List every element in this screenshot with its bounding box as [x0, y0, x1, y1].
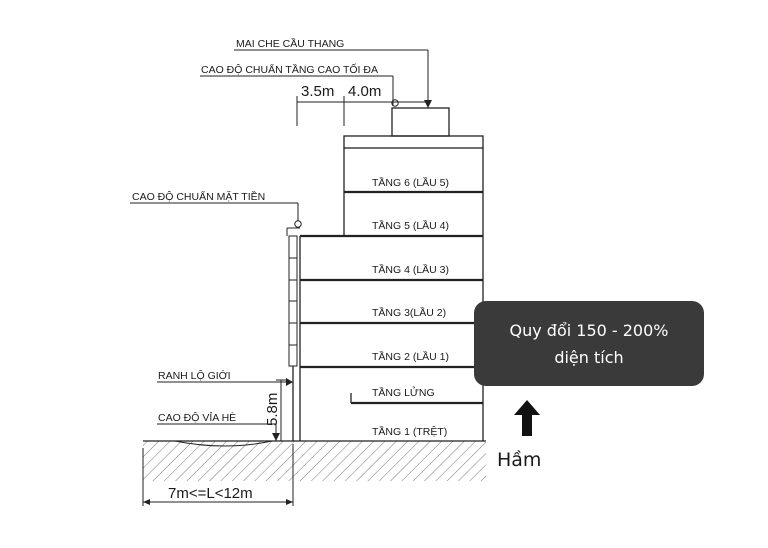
floor-label: TẦNG 1 (TRỆT): [372, 425, 447, 438]
dim-arrow-right: [286, 499, 293, 505]
floor-label: TẦNG 6 (LẦU 5): [372, 176, 449, 189]
conversion-callout: Quy đổi 150 - 200% diện tích: [474, 301, 704, 386]
floor-label: TẦNG 2 (LẦU 1): [372, 350, 449, 363]
max-height-arrow: [424, 100, 432, 108]
annotation-leaders: [130, 49, 429, 506]
boundary-label: RANH LỘ GIỚI: [158, 369, 231, 382]
stair-roof-label: MAI CHE CẦU THANG: [236, 37, 344, 50]
floor-label: TẦNG 3(LẦU 2): [372, 306, 446, 319]
basement-label: Hầm: [497, 449, 542, 471]
setback-dim-1: 3.5m: [301, 83, 334, 100]
callout-line-2: diện tích: [554, 347, 624, 367]
floor-label: TẦNG 5 (LẦU 4): [372, 219, 449, 232]
ground-hatch: [143, 441, 486, 481]
building: [286, 107, 484, 441]
facade-height-label: CAO ĐỘ CHUẨN MẶT TIỀN: [132, 190, 265, 203]
road-width-dim: 7m<=L<12m: [168, 485, 253, 502]
setback-dim-2: 4.0m: [348, 83, 381, 100]
height-dim: 5.8m: [264, 393, 281, 426]
floor-label: TẦNG LỬNG: [372, 386, 435, 399]
boundary-arrow: [286, 378, 293, 386]
sidewalk-curb: [174, 440, 273, 447]
callout-line-1: Quy đổi 150 - 200%: [509, 320, 669, 340]
sidewalk-arrow: [272, 433, 280, 441]
max-height-label: CAO ĐỘ CHUẨN TẦNG CAO TỐI ĐA: [201, 62, 378, 76]
dim-arrow-left: [143, 499, 150, 505]
sidewalk-height-label: CAO ĐỘ VỈA HÈ: [158, 411, 236, 424]
arrow-up-icon: [514, 400, 540, 436]
floor-label: TẦNG 4 (LẦU 3): [372, 263, 449, 276]
